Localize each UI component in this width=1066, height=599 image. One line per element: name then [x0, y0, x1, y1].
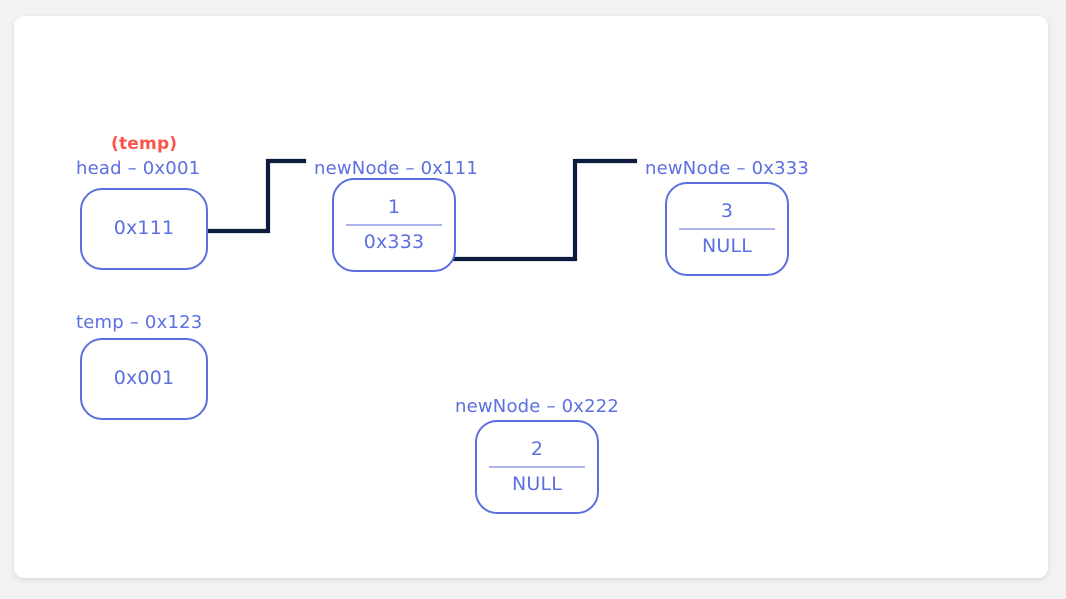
node-0x333-next: NULL [701, 234, 753, 257]
temp-pointer-value: 0x001 [113, 367, 175, 390]
temp-highlight-tag: (temp) [111, 134, 178, 154]
node-0x111-value: 1 [387, 195, 401, 218]
temp-pointer-box: 0x001 [80, 338, 208, 420]
head-pointer-box: 0x111 [80, 188, 208, 270]
node-0x333-divider [679, 228, 775, 230]
node-0x111-next: 0x333 [363, 230, 425, 253]
label-new-node-111: newNode – 0x111 [314, 158, 479, 179]
node-0x222-divider [489, 466, 585, 468]
node-0x333-value: 3 [720, 199, 734, 222]
node-0x222-next: NULL [511, 472, 563, 495]
label-head: head – 0x001 [76, 158, 201, 179]
node-0x222-value: 2 [530, 437, 544, 460]
node-box-0x111: 1 0x333 [332, 178, 456, 272]
label-new-node-333: newNode – 0x333 [645, 158, 810, 179]
linked-list-diagram: (temp) head – 0x001 0x111 temp – 0x123 0… [14, 16, 1048, 578]
node-box-0x333: 3 NULL [665, 182, 789, 276]
diagram-canvas: (temp) head – 0x001 0x111 temp – 0x123 0… [14, 16, 1048, 578]
label-new-node-222: newNode – 0x222 [455, 396, 620, 417]
node-box-0x222: 2 NULL [475, 420, 599, 514]
head-pointer-value: 0x111 [113, 217, 175, 240]
node-0x111-divider [346, 224, 442, 226]
label-temp: temp – 0x123 [76, 312, 203, 333]
